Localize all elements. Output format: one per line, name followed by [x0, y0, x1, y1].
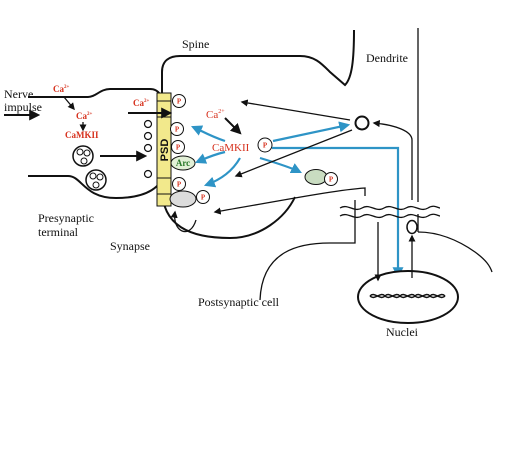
ca-to-ca-arrow-pre [63, 96, 75, 111]
green-protein [304, 169, 328, 185]
dna-helix-b [369, 293, 446, 299]
black-arrow-circle-to-top [240, 99, 351, 121]
label-nuclei: Nuclei [386, 325, 419, 339]
receptor-recycle-arrow [170, 210, 197, 233]
black-arrow-to-circle [372, 119, 413, 200]
cleft-vesicles [143, 119, 153, 179]
camkii-label-spine: CaMKII [212, 142, 250, 154]
blue-arrow-to-green [259, 156, 302, 173]
svg-text:P: P [329, 176, 334, 184]
psd-label: PSD [159, 139, 171, 162]
spine-neck-left [161, 187, 296, 240]
phosphate-psd-4: P [172, 177, 186, 191]
black-arrow-into-spine [213, 187, 366, 215]
svg-text:P: P [201, 194, 206, 202]
svg-text:Ca2+: Ca2+ [206, 109, 225, 121]
ca-label-cleft: Ca2+ [133, 98, 150, 108]
svg-text:Ca2+: Ca2+ [53, 84, 70, 94]
vesicle-cluster-top [72, 145, 94, 167]
phosphate-green: P [324, 172, 338, 186]
phosphate-psd-2: P [170, 122, 184, 136]
blue-arrow-to-receptor [203, 157, 241, 188]
phosphate-receptor: P [196, 190, 210, 204]
black-arrow-circle-to-mid [234, 129, 353, 178]
label-dendrite: Dendrite [366, 51, 408, 65]
ca-label-pre-top: Ca2+ [53, 84, 70, 94]
phosphate-psd-1: P [172, 94, 186, 108]
svg-text:P: P [177, 181, 182, 189]
ca-to-camkii-arrow-post [224, 117, 242, 135]
ca-label-pre-mid: Ca2+ [76, 111, 93, 121]
cytoskeleton-wavy-lines [339, 205, 441, 219]
svg-text:Ca2+: Ca2+ [133, 98, 150, 108]
vesicle-cluster-bottom [85, 169, 107, 191]
label-impulse: impulse [4, 100, 42, 114]
label-presynaptic: Presynaptic [38, 211, 94, 225]
phosphate-camkii: P [257, 137, 273, 153]
postsynaptic-cell-outline [259, 200, 356, 301]
mrna-oval [406, 219, 418, 235]
svg-text:P: P [177, 98, 182, 106]
spine-membrane [161, 29, 355, 108]
camkii-label-pre: CaMKII [65, 130, 99, 140]
signal-molecule-circle [354, 115, 370, 131]
svg-text:P: P [175, 126, 180, 134]
label-spine: Spine [182, 37, 209, 51]
blue-arrow-to-nucleus [272, 146, 404, 279]
ca-label-spine: Ca2+ [206, 109, 225, 121]
blue-arrow-to-psd [190, 125, 226, 143]
phosphate-psd-3: P [171, 140, 185, 154]
svg-text:Ca2+: Ca2+ [76, 111, 93, 121]
blue-arrow-to-arc [194, 150, 226, 164]
receptor-protein [169, 190, 197, 208]
svg-text:P: P [263, 142, 268, 150]
arc-label: Arc [176, 158, 190, 168]
label-terminal: terminal [38, 225, 79, 239]
postsynaptic-cell-outline-right [417, 231, 493, 273]
svg-text:P: P [176, 144, 181, 152]
label-postsynaptic-cell: Postsynaptic cell [198, 295, 280, 309]
label-synapse: Synapse [110, 239, 150, 253]
label-nerve: Nerve [4, 87, 33, 101]
blue-arrow-to-circle [272, 121, 351, 143]
